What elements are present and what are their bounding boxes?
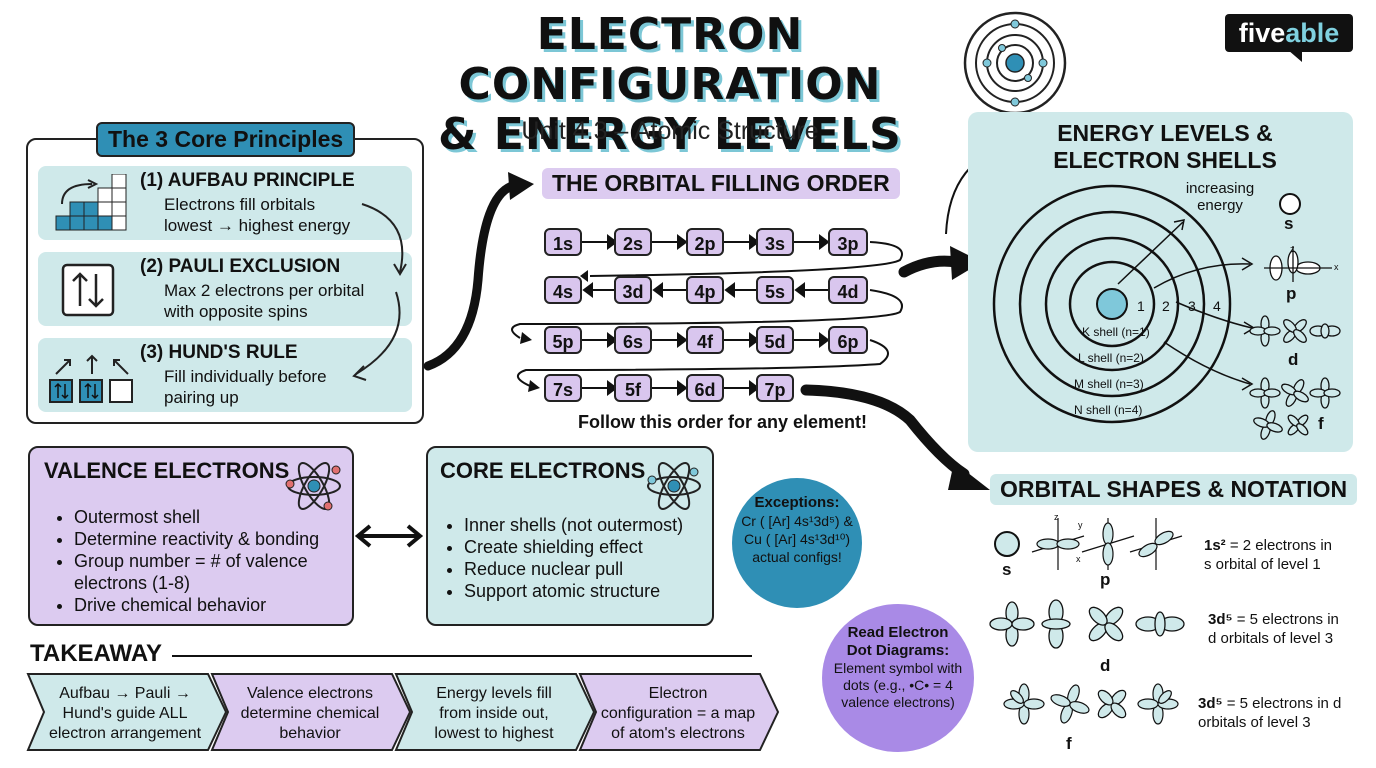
orbital-chip: 6p (828, 326, 868, 354)
fiveable-logo[interactable]: fiveable (1225, 14, 1353, 52)
orbital-chip: 6s (614, 326, 652, 354)
core-electrons-box: CORE ELECTRONS Inner shells (not outermo… (426, 446, 714, 626)
orbital-chip: 4p (686, 276, 724, 304)
exceptions-circle: Exceptions: Cr ( [Ar] 4s¹3d⁵) & Cu ( [Ar… (732, 478, 862, 608)
takeaway-item-2: Valence electrons determine chemical beh… (240, 685, 380, 742)
shell-label-k: K shell (n=1) (1082, 325, 1150, 339)
orbital-chip: 3d (614, 276, 652, 304)
orbital-chip: 4f (686, 326, 724, 354)
orbital-chip: 4d (828, 276, 868, 304)
orbital-chip: 5s (756, 276, 794, 304)
orbital-shapes-heading: ORBITAL SHAPES & NOTATION (990, 474, 1358, 505)
orbital-chip: 2s (614, 228, 652, 256)
takeaway-item-4: Electron configuration = a map of atom's… (600, 685, 756, 742)
axis-label-z: z (1290, 244, 1295, 254)
hund-boxes-icon (49, 354, 133, 403)
shape-axis-y: y (1078, 520, 1083, 530)
shell-number-3: 3 (1188, 298, 1196, 314)
orbital-chip: 5p (544, 326, 582, 354)
principle-aufbau: (1) AUFBAU PRINCIPLE Electrons fill orbi… (38, 166, 412, 240)
energy-orbital-d: d (1288, 350, 1299, 369)
notation-note-3d5-b: 3d⁵ = 5 electrons in d orbitals of level… (1198, 695, 1342, 731)
axis-label-x: x (1334, 262, 1339, 272)
atom-shell-icon (963, 11, 1067, 115)
logo-tail (1288, 50, 1302, 62)
orbital-chip: 7p (756, 374, 794, 402)
shell-number-2: 2 (1162, 298, 1170, 314)
shape-letter-s: s (1002, 560, 1012, 579)
energy-shells-diagram (992, 184, 1341, 440)
shape-letter-p: p (1100, 570, 1111, 589)
shell-number-1: 1 (1137, 298, 1145, 314)
energy-levels-heading: ENERGY LEVELS & ELECTRON SHELLS (1053, 120, 1277, 173)
filling-order-footer: Follow this order for any element! (578, 412, 868, 432)
filling-order-heading: THE ORBITAL FILLING ORDER (542, 168, 900, 199)
valence-bullets: Outermost shell Determine reactivity & b… (50, 506, 364, 616)
principle-pauli: (2) PAULI EXCLUSION Max 2 electrons per … (38, 252, 412, 326)
takeaway-item-3: Energy levels fill from inside out, lowe… (434, 685, 554, 742)
dot-diagrams-circle: Read Electron Dot Diagrams: Element symb… (822, 604, 974, 752)
orbital-chip: 4s (544, 276, 582, 304)
notation-note-3d5-a: 3d⁵ = 5 electrons in d orbitals of level… (1208, 611, 1339, 647)
page-title: ELECTRON CONFIGURATION & ENERGY LEVELS (438, 9, 902, 160)
orbital-chip: 3p (828, 228, 868, 256)
energy-orbital-p: p (1286, 284, 1297, 303)
shape-letter-d: d (1100, 656, 1111, 675)
energy-orbital-s: s (1284, 214, 1294, 233)
shell-label-n: N shell (n=4) (1074, 403, 1143, 417)
orbital-chip: 2p (686, 228, 724, 256)
opposite-spin-icon (61, 263, 115, 317)
shell-label-l: L shell (n=2) (1078, 351, 1144, 365)
principle-hund: (3) HUND'S RULE Fill individually before… (38, 338, 412, 412)
shell-label-m: M shell (n=3) (1074, 377, 1144, 391)
shape-letter-f: f (1066, 734, 1072, 753)
energy-orbital-f: f (1318, 414, 1324, 433)
orbital-chip: 7s (544, 374, 582, 402)
takeaway-heading: TAKEAWAY (30, 640, 163, 667)
core-bullets: Inner shells (not outermost) Create shie… (440, 514, 734, 602)
increasing-energy-label: increasing energy (1185, 180, 1255, 214)
valence-electrons-box: VALENCE ELECTRONS Outermost shell Determ… (28, 446, 354, 626)
atom-icon (285, 462, 341, 511)
orbital-shapes-diagram (989, 518, 1185, 725)
takeaway-item-1: Aufbau → Pauli → Hund's guide ALL electr… (48, 685, 202, 742)
shape-axis-z: z (1054, 512, 1059, 522)
shape-axis-x: x (1076, 554, 1081, 564)
notation-note-1s2: 1s² = 2 electrons in s orbital of level … (1204, 537, 1332, 573)
core-principles-heading: The 3 Core Principles (96, 122, 356, 157)
orbital-chip: 5d (756, 326, 794, 354)
atom-icon (647, 462, 701, 510)
shell-number-4: 4 (1213, 298, 1221, 314)
orbital-chip: 1s (544, 228, 582, 256)
page-subtitle: Unit 4.3 – Atomic Structure (521, 117, 819, 145)
aufbau-stairs-icon (55, 174, 127, 231)
orbital-chip: 3s (756, 228, 794, 256)
filling-order-arrows (511, 234, 903, 396)
orbital-chip: 5f (614, 374, 652, 402)
orbital-chip: 6d (686, 374, 724, 402)
takeaway-rule (172, 655, 752, 657)
